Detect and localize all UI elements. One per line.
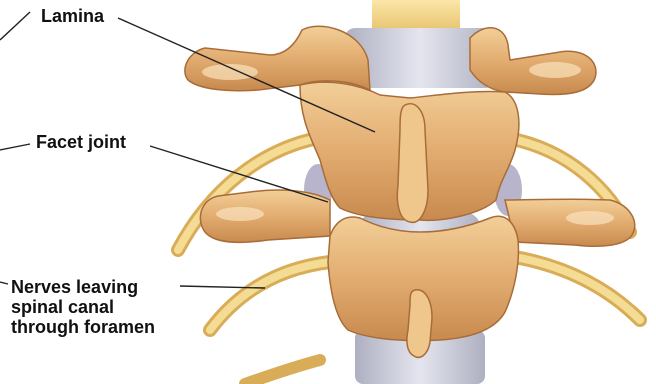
upper-spinous-process [397,104,428,223]
label-nerves-line-1: Nerves leaving [11,277,155,297]
nerve-left-bottom [245,360,320,384]
label-nerves-line-2: spinal canal [11,297,155,317]
label-lamina: Lamina [41,6,104,26]
label-nerves-line-3: through foramen [11,317,155,337]
facet-joint-leader-left [0,144,30,150]
nerve-left-lower [210,262,330,330]
label-facet-joint: Facet joint [36,132,126,152]
label-nerves: Nerves leaving spinal canal through fora… [11,277,155,337]
lower-spinous-process [407,290,432,358]
upper-vertebra-right-process [470,28,596,95]
lower-vertebra-right-process [505,199,635,246]
nerves-leader-left [0,282,8,284]
lamina-leader-left [0,12,30,40]
nerve-right-lower [520,258,640,320]
upper-vertebra-body [185,26,370,90]
